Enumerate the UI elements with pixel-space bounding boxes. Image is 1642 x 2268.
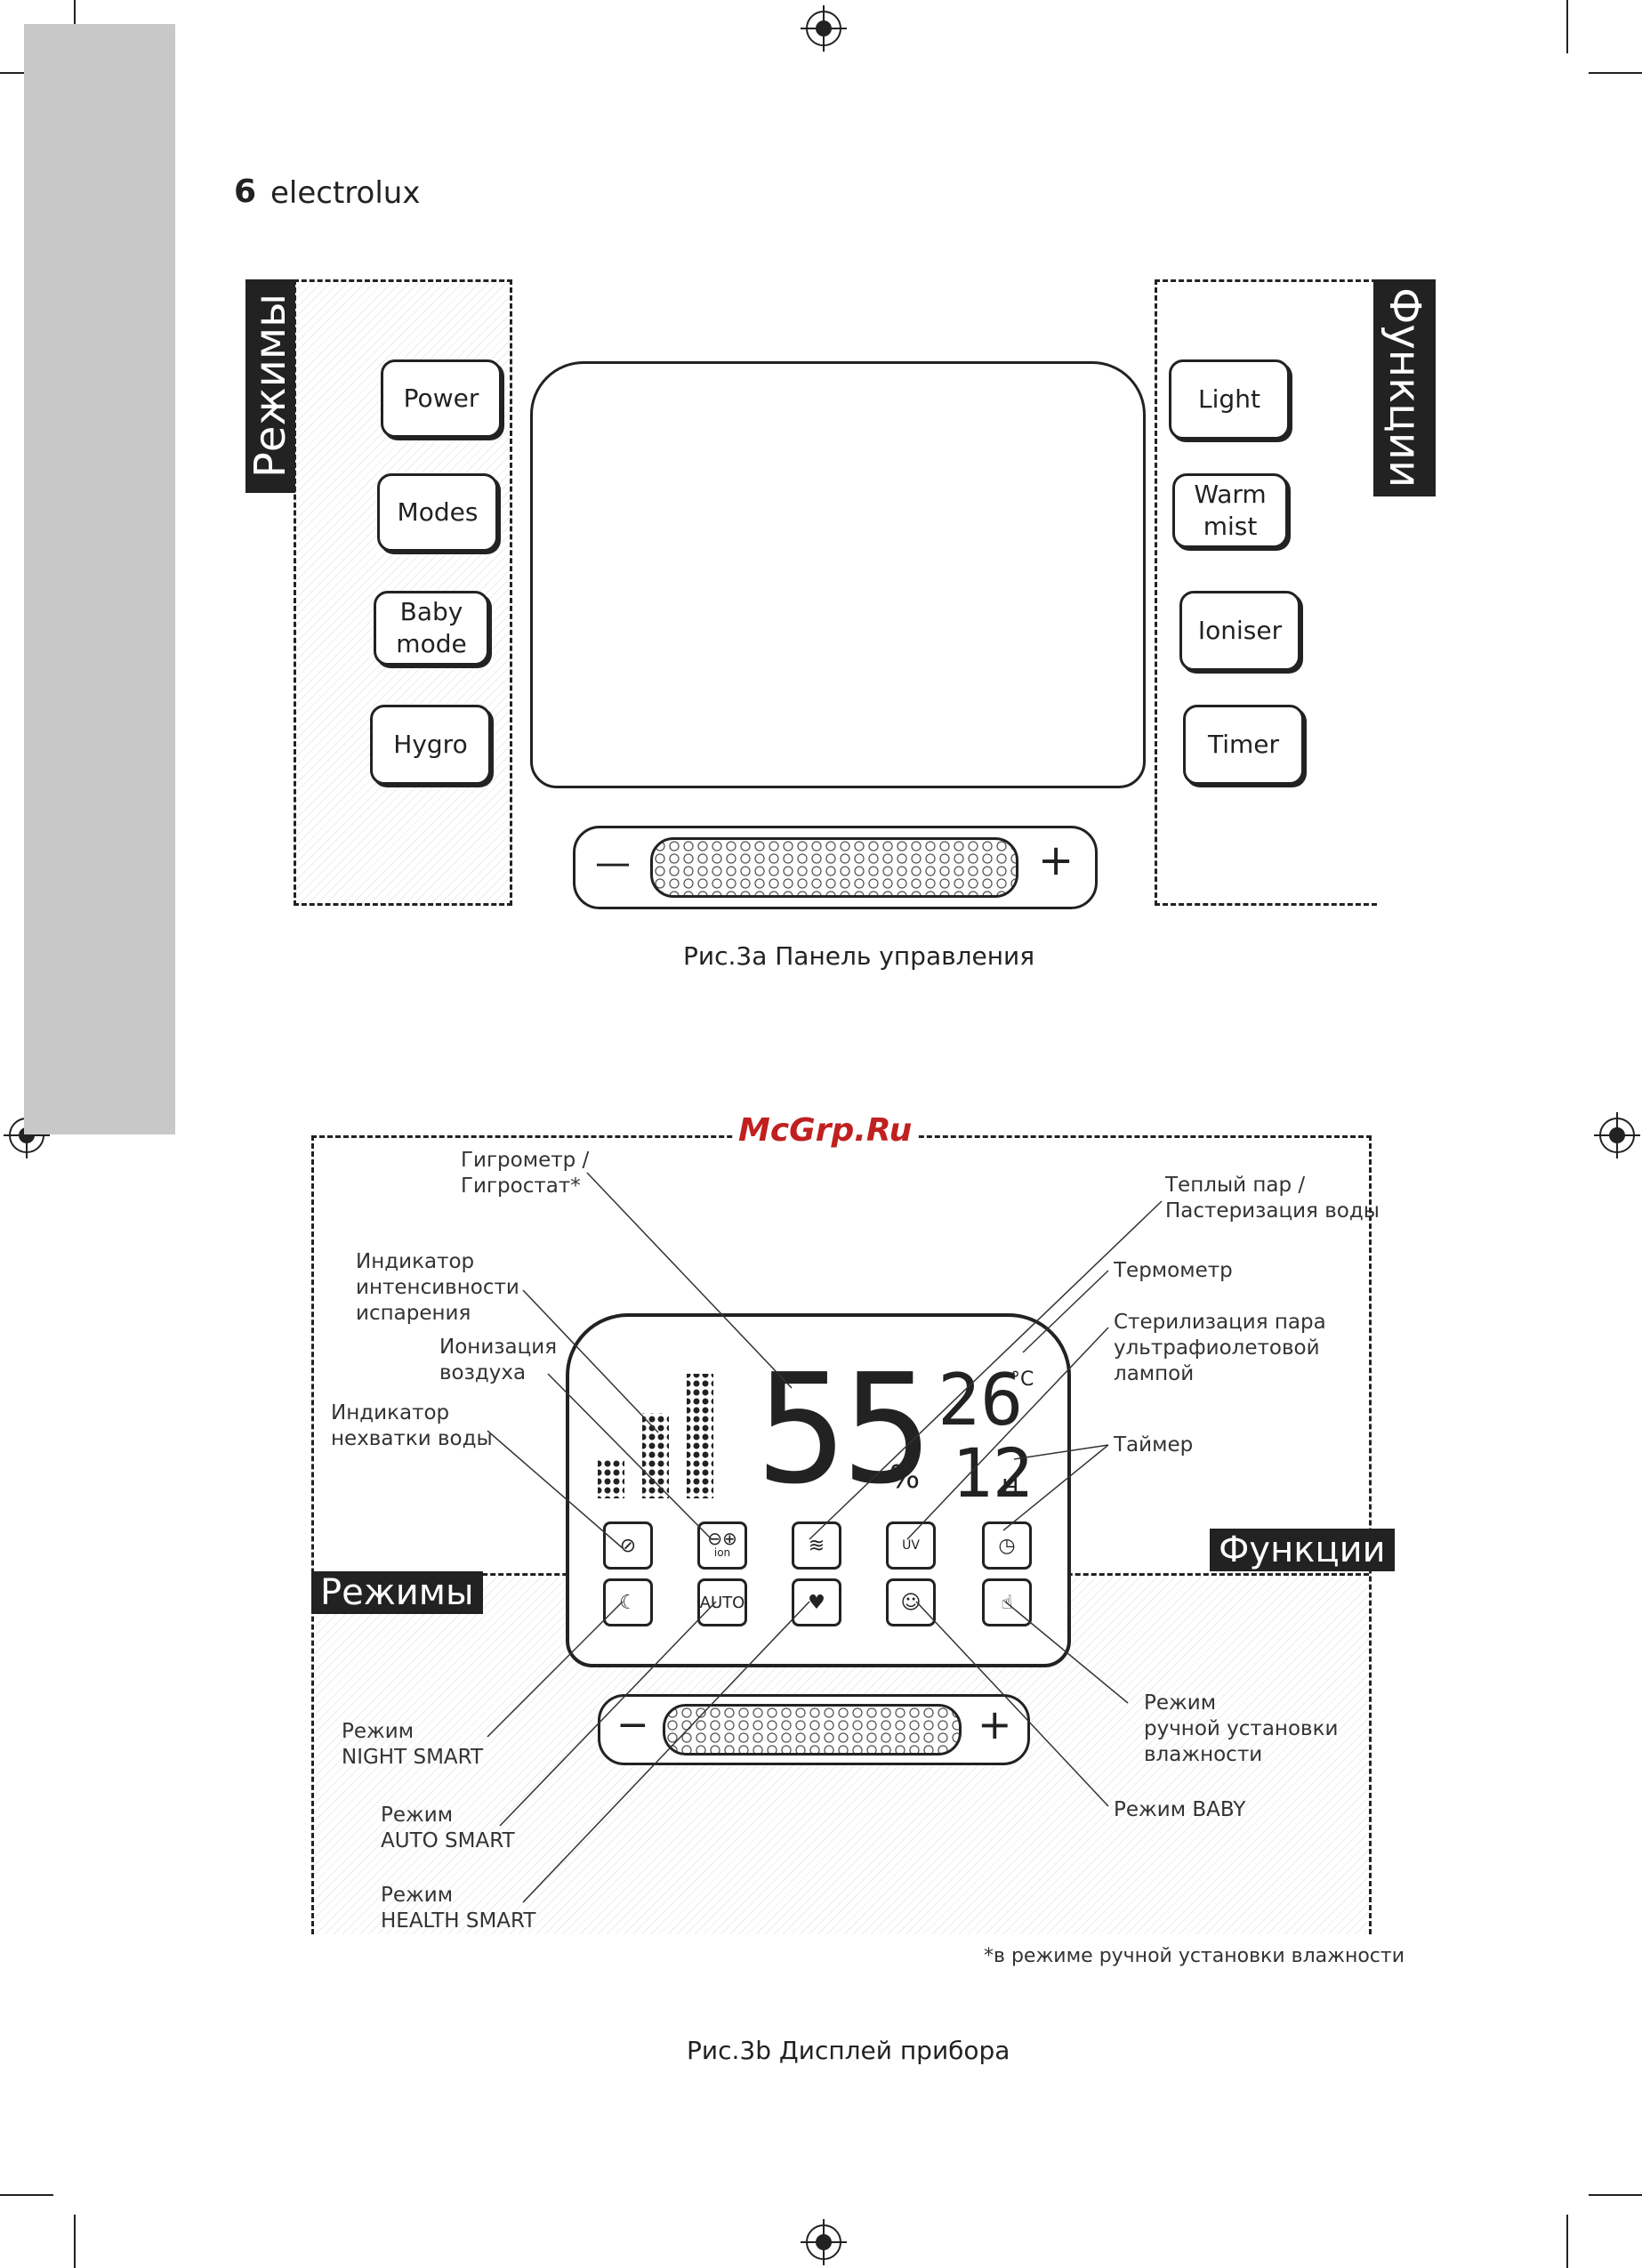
humidity-reading: 55 — [756, 1342, 933, 1518]
footnote: *в режиме ручной установки влажности — [984, 1945, 1405, 1967]
display-screen-outline — [530, 361, 1146, 788]
timer-icon: ◷ — [982, 1521, 1032, 1570]
figure-3a-caption: Рис.3а Панель управления — [683, 941, 1035, 971]
hygro-button[interactable]: Hygro — [370, 705, 491, 785]
annotation-night-smart: Режим NIGHT SMART — [342, 1720, 484, 1769]
ion-icon: ⊖⊕ion — [697, 1521, 747, 1570]
slider-minus-icon[interactable]: — — [595, 843, 631, 884]
humidity-unit: % — [889, 1459, 921, 1496]
timer-unit: H — [1002, 1475, 1019, 1502]
power-button[interactable]: Power — [381, 359, 502, 438]
control-slider[interactable]: — + — [573, 826, 1098, 909]
annotation-thermometer: Термометр — [1114, 1259, 1233, 1282]
ioniser-button[interactable]: Ioniser — [1179, 591, 1300, 671]
registration-mark-top — [801, 5, 847, 52]
registration-mark-right — [1594, 1112, 1640, 1158]
manual-mode-icon: ☝ — [982, 1578, 1032, 1626]
functions-tag: Функции — [1210, 1529, 1395, 1571]
baby-mode-icon: ☺ — [886, 1578, 936, 1626]
annotation-water-shortage: Индикатор нехватки воды — [331, 1401, 493, 1450]
slider-plus-icon[interactable]: + — [1038, 835, 1075, 885]
annotation-baby-mode: Режим BABY — [1114, 1798, 1246, 1821]
warm-mist-button[interactable]: Warm mist — [1172, 473, 1288, 548]
annotation-health-smart: Режим HEALTH SMART — [381, 1884, 536, 1933]
annotation-timer: Таймер — [1114, 1433, 1194, 1457]
night-mode-icon: ☾ — [603, 1578, 653, 1626]
modes-tag: Режимы — [311, 1571, 483, 1614]
display-slider-minus-icon[interactable]: − — [616, 1702, 649, 1747]
functions-vertical-label: Функции — [1373, 279, 1436, 496]
side-grey-bar — [24, 24, 175, 1134]
slider-led-dots — [650, 837, 1018, 898]
light-button[interactable]: Light — [1169, 359, 1290, 440]
annotation-ionization: Ионизация воздуха — [439, 1336, 558, 1384]
display-slider[interactable]: − + — [598, 1694, 1030, 1765]
annotation-evaporation-indicator: Индикатор интенсивности испарения — [356, 1250, 519, 1325]
annotation-warm-steam: Теплый пар / Пастеризация воды — [1165, 1174, 1380, 1223]
annotation-hygrometer: Гигрометр / Гигростат* — [461, 1149, 590, 1198]
uv-icon: UV — [886, 1521, 936, 1570]
figure-3b-caption: Рис.3b Дисплей прибора — [687, 2036, 1010, 2065]
water-shortage-icon: ⊘ — [603, 1521, 653, 1570]
temperature-reading: 26 — [938, 1359, 1024, 1441]
modes-button[interactable]: Modes — [377, 473, 498, 552]
functions-zone — [1155, 279, 1377, 906]
baby-mode-button[interactable]: Baby mode — [374, 591, 489, 666]
annotation-auto-smart: Режим AUTO SMART — [381, 1804, 515, 1852]
temperature-unit: °C — [1010, 1368, 1034, 1391]
modes-vertical-label: Режимы — [245, 279, 295, 493]
brand-name: electrolux — [270, 175, 421, 211]
timer-button[interactable]: Timer — [1183, 705, 1304, 785]
annotation-manual-mode: Режим ручной установки влажности — [1144, 1691, 1339, 1766]
watermark-text: McGrp.Ru — [733, 1112, 918, 1149]
warm-mist-icon: ≋ — [792, 1521, 841, 1570]
registration-mark-bottom — [801, 2219, 847, 2265]
display-slider-dots — [663, 1704, 962, 1755]
health-mode-icon: ♥ — [792, 1578, 841, 1626]
annotation-uv-sterilization: Стерилизация пара ультрафиолетовой лампо… — [1114, 1311, 1326, 1385]
display-slider-plus-icon[interactable]: + — [978, 1700, 1012, 1748]
page-number: 6 — [234, 174, 257, 210]
evaporation-level-bars — [598, 1374, 713, 1498]
